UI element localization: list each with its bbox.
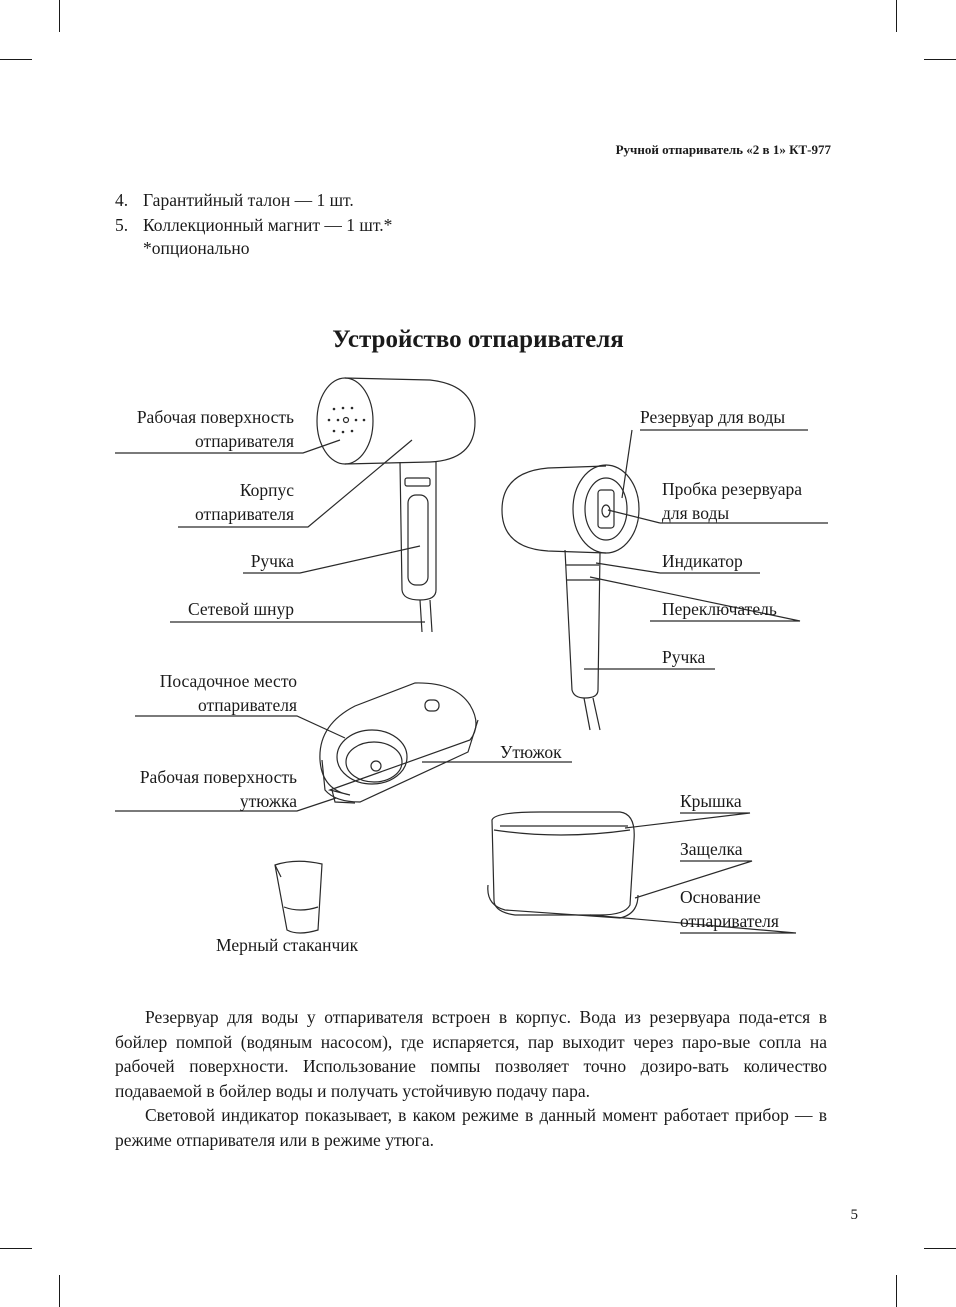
- label-handle-right: Ручка: [662, 647, 706, 667]
- running-header: Ручной отпариватель «2 в 1» КТ-977: [615, 142, 831, 157]
- label-cup: Мерный стаканчик: [216, 935, 359, 955]
- list-item: 4.Гарантийный талон — 1 шт.: [115, 190, 354, 210]
- iron-seat-illustration: [319, 682, 479, 804]
- crop-mark: [59, 1275, 60, 1307]
- label-handle-left: Ручка: [250, 551, 294, 571]
- steamer-back-illustration: [501, 464, 640, 731]
- measuring-cup-illustration: [274, 860, 323, 934]
- label-switch: Переключатель: [662, 599, 777, 619]
- label-lid: Крышка: [680, 791, 742, 811]
- crop-mark: [924, 59, 956, 60]
- section-title: Устройство отпаривателя: [332, 326, 624, 353]
- footnote: *опционально: [143, 238, 250, 258]
- label-iron: Утюжок: [500, 742, 562, 762]
- crop-mark: [0, 59, 32, 60]
- crop-mark: [896, 0, 897, 32]
- crop-mark: [896, 1275, 897, 1307]
- steamer-front-illustration: [316, 377, 476, 633]
- contents-list: 4.Гарантийный талон — 1 шт. 5.Коллекцион…: [115, 188, 392, 238]
- list-item: 5.Коллекционный магнит — 1 шт.*: [115, 215, 393, 235]
- crop-mark: [59, 0, 60, 32]
- label-indicator: Индикатор: [662, 551, 743, 571]
- label-latch: Защелка: [680, 839, 743, 859]
- page-number: 5: [850, 1207, 859, 1223]
- label-tank: Резервуар для воды: [640, 407, 786, 427]
- body-paragraph: Световой индикатор показывает, в каком р…: [115, 1105, 827, 1150]
- crop-mark: [0, 1248, 32, 1249]
- tank-base-illustration: [487, 811, 639, 919]
- label-cord: Сетевой шнур: [187, 599, 294, 619]
- body-paragraph: Резервуар для воды у отпаривателя встрое…: [115, 1007, 827, 1101]
- crop-mark: [924, 1248, 956, 1249]
